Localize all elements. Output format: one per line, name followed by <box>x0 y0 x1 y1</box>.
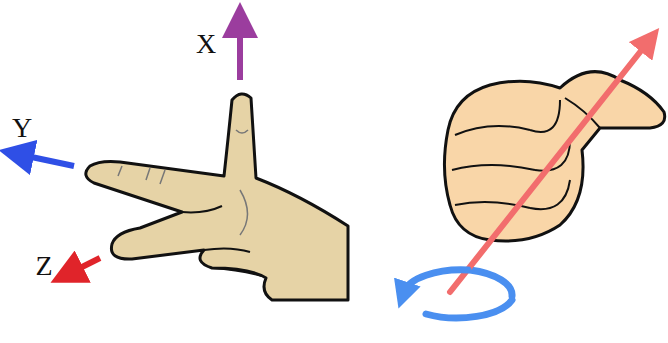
z-arrow <box>72 258 100 272</box>
z-axis-label: Z <box>35 252 52 280</box>
rotation-arc-head <box>404 270 468 292</box>
x-axis-label: X <box>196 30 216 58</box>
y-axis-label: Y <box>12 114 32 142</box>
rotation-arc-back <box>470 270 512 296</box>
y-arrow <box>22 155 74 166</box>
rotation-arc-front <box>426 300 512 318</box>
thumb-axis-arrow <box>450 42 648 292</box>
x-arrow <box>237 26 243 80</box>
left-hand <box>86 94 348 300</box>
